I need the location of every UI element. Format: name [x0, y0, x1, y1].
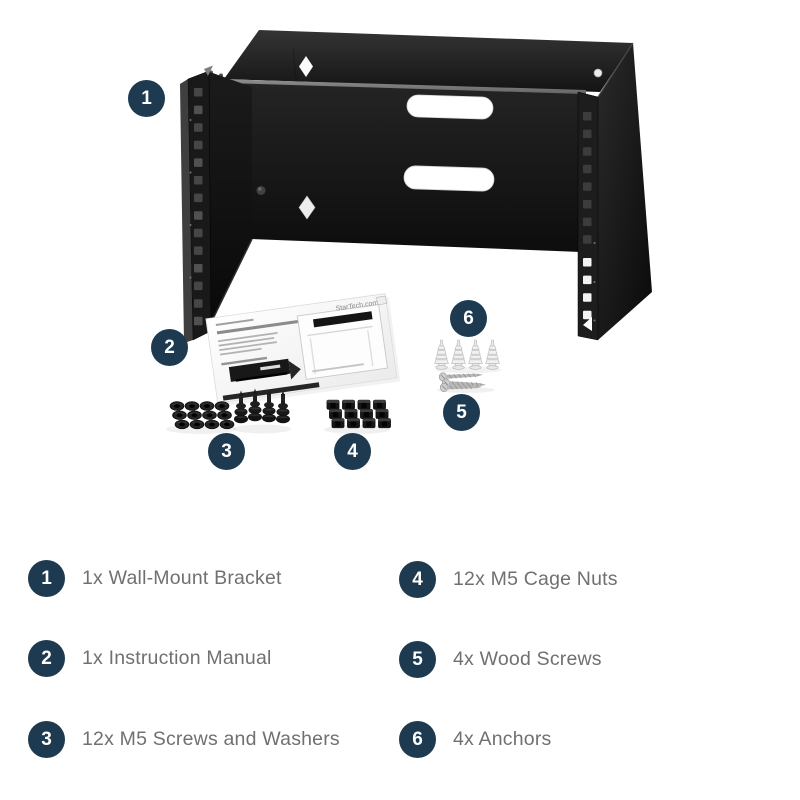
wood-screws-group [437, 372, 495, 393]
legend-item-4: 4 12x M5 Cage Nuts [399, 561, 618, 598]
right-rail-square-holes [583, 112, 592, 331]
instruction-manual-illustration: StarTech.com [205, 293, 401, 407]
legend-item-6: 6 4x Anchors [399, 721, 551, 758]
back-panel [226, 83, 584, 252]
left-rail-square-holes [194, 88, 203, 326]
mounting-slot-lower [403, 165, 495, 192]
legend-item-5: 5 4x Wood Screws [399, 641, 602, 678]
legend-label-5: 4x Wood Screws [453, 648, 602, 670]
legend-item-1: 1 1x Wall-Mount Bracket [28, 560, 282, 597]
washers-group [166, 401, 236, 434]
legend-badge-1: 1 [28, 560, 65, 597]
legend-badge-2: 2 [28, 640, 65, 677]
legend-badge-5: 5 [399, 641, 436, 678]
photo-callout-2: 2 [151, 329, 188, 366]
legend-item-3: 3 12x M5 Screws and Washers [28, 721, 340, 758]
photo-callout-3: 3 [208, 433, 245, 470]
photo-callout-4: 4 [334, 433, 371, 470]
legend-label-2: 1x Instruction Manual [82, 647, 272, 669]
legend-label-1: 1x Wall-Mount Bracket [82, 567, 282, 589]
photo-callout-1: 1 [128, 80, 165, 117]
mounting-slot-upper [406, 94, 494, 120]
anchors-group [434, 339, 502, 374]
back-diamond-hole [298, 195, 316, 220]
left-side-panel [207, 71, 252, 331]
wall-mount-bracket-illustration [180, 30, 652, 343]
legend-label-6: 4x Anchors [453, 728, 552, 750]
legend-label-3: 12x M5 Screws and Washers [82, 728, 340, 750]
legend-label-4: 12x M5 Cage Nuts [453, 568, 618, 590]
legend-badge-6: 6 [399, 721, 436, 758]
right-side-panel [598, 43, 652, 340]
photo-callout-6: 6 [450, 300, 487, 337]
top-diamond-hole [299, 56, 313, 77]
m5-screws-group [233, 388, 291, 434]
cage-nuts-group [324, 399, 391, 434]
photo-callout-5: 5 [443, 394, 480, 431]
legend-item-2: 2 1x Instruction Manual [28, 640, 272, 677]
corner-peg [593, 68, 603, 78]
legend-badge-4: 4 [399, 561, 436, 598]
legend-badge-3: 3 [28, 721, 65, 758]
right-mounting-rail [577, 91, 599, 341]
